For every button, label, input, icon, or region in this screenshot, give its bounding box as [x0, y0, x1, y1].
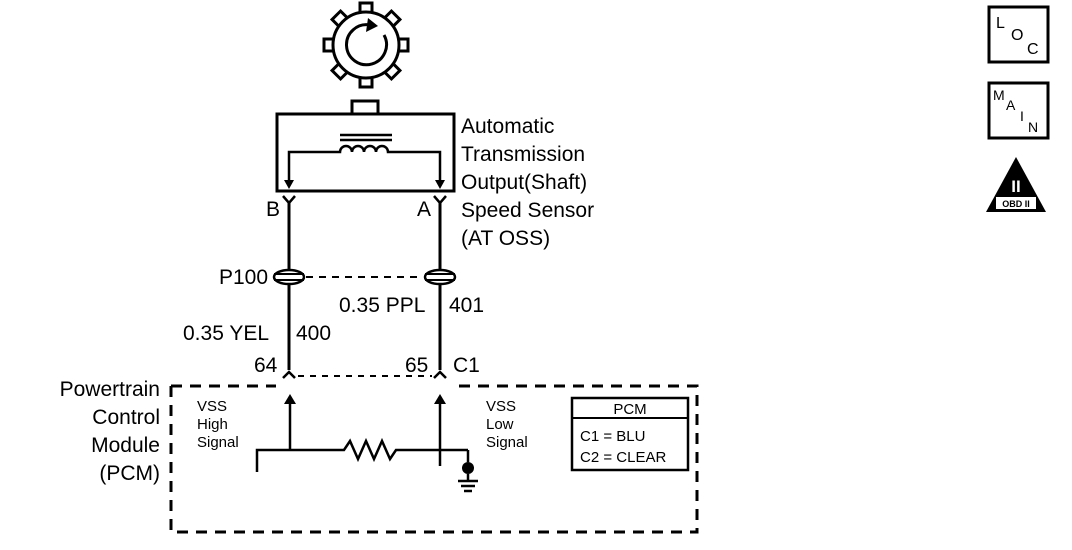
main-icon-letter: A [1006, 97, 1016, 113]
sensor-tip [350, 99, 380, 116]
legend-row: C1 = BLU [580, 428, 645, 445]
vss-high-label: Signal [197, 434, 239, 451]
module-name-line: Powertrain [60, 378, 160, 401]
sensor-name-line: Output(Shaft) [461, 171, 587, 194]
wire-left-circuit: 400 [296, 322, 331, 345]
module-name-line: (PCM) [99, 462, 160, 485]
loc-icon-letter: L [996, 15, 1005, 32]
ground-icon [458, 462, 478, 493]
wire-right-color: 0.35 PPL [339, 294, 425, 317]
main-icon-letter: N [1028, 119, 1038, 135]
module-name-line: Control [92, 406, 160, 429]
main-icon[interactable]: M A I N [987, 81, 1050, 140]
sensor-name-line: Transmission [461, 143, 585, 166]
obd-text: OBD II [1002, 199, 1030, 209]
vss-low-label: Signal [486, 434, 528, 451]
pcm-boundary [169, 384, 699, 534]
obd-ii-icon[interactable]: II OBD II [986, 157, 1046, 212]
connector-p100-icon [272, 268, 457, 286]
main-icon-letter: I [1020, 108, 1024, 124]
vss-high-label: VSS [197, 398, 227, 415]
obd-numeral: II [1011, 177, 1020, 196]
terminal-b-label: B [266, 198, 280, 221]
sensor-name-line: (AT OSS) [461, 227, 550, 250]
legend-row: C2 = CLEAR [580, 449, 666, 466]
pin-64-label: 64 [254, 354, 278, 377]
sensor-body [275, 112, 456, 193]
pcm-connector-legend: PCM C1 = BLU C2 = CLEAR [570, 396, 690, 472]
vss-low-label: Low [486, 416, 514, 433]
loc-icon-letter: O [1011, 27, 1023, 44]
vss-low-label: VSS [486, 398, 516, 415]
sensor-name-line: Speed Sensor [461, 199, 594, 222]
vss-high-label: High [197, 416, 228, 433]
module-name: Powertrain Control Module (PCM) [60, 378, 160, 485]
internal-circuit [255, 398, 442, 472]
legend-title: PCM [613, 401, 646, 418]
connector-c1-label: C1 [453, 354, 480, 377]
wires [287, 203, 442, 370]
sensor-name: Automatic Transmission Output(Shaft) Spe… [461, 115, 594, 250]
pin-65-label: 65 [405, 354, 428, 377]
loc-icon-letter: C [1027, 41, 1039, 58]
connector-name: P100 [219, 266, 268, 289]
sensor-coil-icon [287, 133, 442, 186]
wire-right-circuit: 401 [449, 294, 484, 317]
main-icon-letter: M [993, 87, 1005, 103]
sensor-name-line: Automatic [461, 115, 554, 138]
module-name-line: Module [91, 434, 160, 457]
wire-left-color: 0.35 YEL [183, 322, 269, 345]
loc-icon[interactable]: L O C [987, 5, 1050, 64]
terminal-a-label: A [417, 198, 431, 221]
reluctor-wheel-icon [322, 1, 410, 89]
